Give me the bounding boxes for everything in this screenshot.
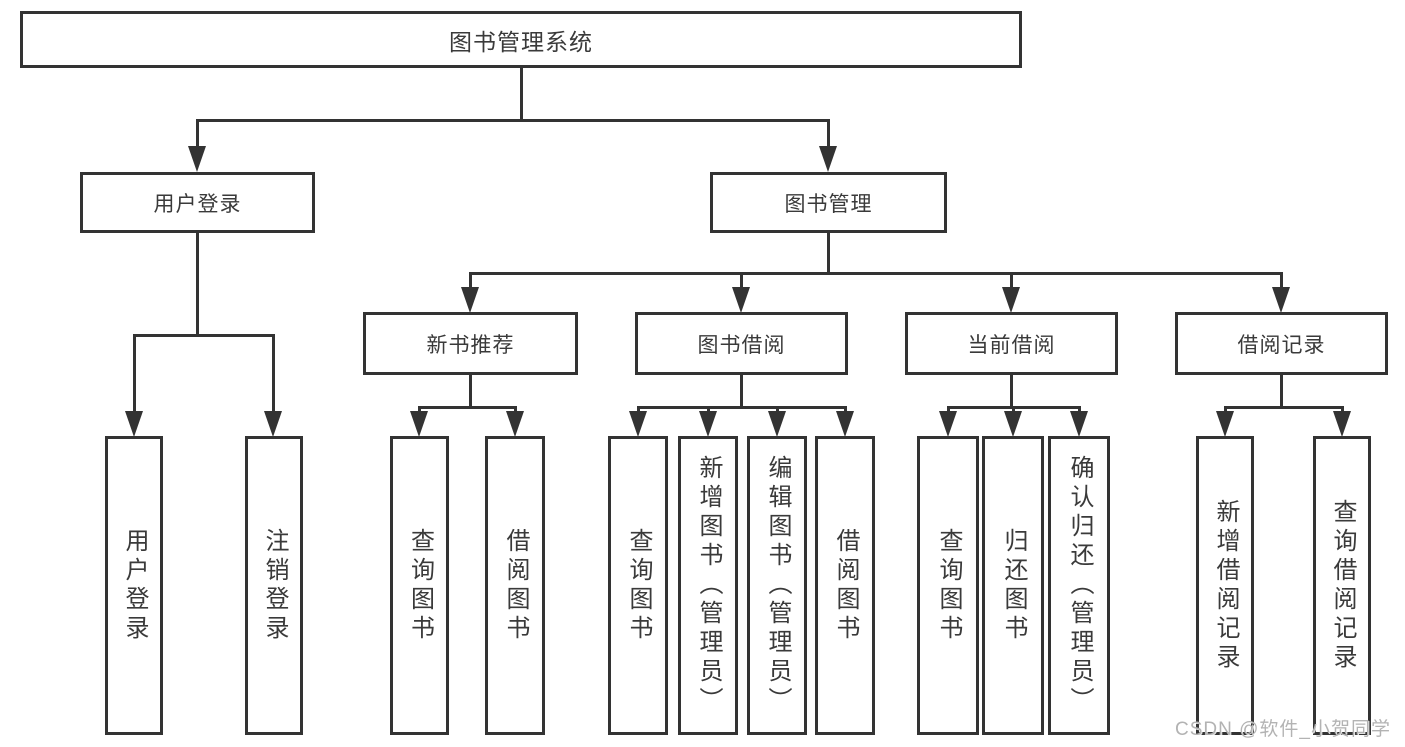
leaf-confirm-return-admin: 确认归还（管理员） bbox=[1048, 436, 1110, 735]
node-new-book-recommend: 新书推荐 bbox=[363, 312, 578, 375]
arrow-br-add-icon bbox=[1216, 411, 1234, 437]
leaf-edit-books-admin-label: 编辑图书（管理员） bbox=[764, 455, 791, 716]
connector-book-borrow-bar bbox=[637, 406, 847, 409]
connector-arrow-nb-query-shaft bbox=[418, 406, 421, 415]
leaf-borrow-books-label: 借阅图书 bbox=[832, 527, 859, 644]
arrow-cb-confirm-icon bbox=[1070, 411, 1088, 437]
connector-new-book-stem bbox=[469, 375, 472, 408]
leaf-query-books-recommend: 查询图书 bbox=[390, 436, 449, 735]
leaf-query-borrow-record-label: 查询借阅记录 bbox=[1329, 498, 1356, 673]
leaf-query-books-current: 查询图书 bbox=[917, 436, 979, 735]
connector-arrow-br-add-shaft bbox=[1224, 406, 1227, 415]
connector-book-borrow-stem bbox=[740, 375, 743, 408]
leaf-add-borrow-record: 新增借阅记录 bbox=[1196, 436, 1254, 735]
arrow-borrow-records-icon bbox=[1272, 287, 1290, 313]
leaf-query-borrow-record: 查询借阅记录 bbox=[1313, 436, 1371, 735]
leaf-user-login: 用户登录 bbox=[105, 436, 163, 735]
connector-root-stem bbox=[520, 68, 523, 120]
connector-arrow-current-borrow-shaft bbox=[1010, 272, 1013, 290]
connector-arrow-cb-query-shaft bbox=[947, 406, 950, 415]
leaf-query-books-borrow-label: 查询图书 bbox=[625, 527, 652, 644]
arrow-current-borrow-icon bbox=[1002, 287, 1020, 313]
connector-arrow-user-login-shaft bbox=[196, 119, 199, 148]
arrow-cb-return-icon bbox=[1004, 411, 1022, 437]
connector-arrow-book-management-shaft bbox=[827, 119, 830, 148]
node-book-borrow-label: 图书借阅 bbox=[697, 333, 786, 357]
connector-user-login-stem bbox=[196, 233, 199, 336]
leaf-borrow-books-recommend: 借阅图书 bbox=[485, 436, 545, 735]
node-new-book-recommend-label: 新书推荐 bbox=[426, 333, 515, 357]
connector-new-book-bar bbox=[418, 406, 517, 409]
arrow-leaf-logout-icon bbox=[264, 411, 282, 437]
leaf-add-books-admin-label: 新增图书（管理员） bbox=[695, 455, 722, 716]
arrow-user-login-icon bbox=[188, 146, 206, 172]
arrow-leaf-login-icon bbox=[125, 411, 143, 437]
connector-arrow-leaf-login-shaft bbox=[133, 334, 136, 414]
connector-arrow-br-query-shaft bbox=[1341, 406, 1344, 415]
arrow-book-management-icon bbox=[819, 146, 837, 172]
arrow-bb-edit-icon bbox=[768, 411, 786, 437]
node-book-borrow: 图书借阅 bbox=[635, 312, 848, 375]
leaf-logout: 注销登录 bbox=[245, 436, 303, 735]
connector-level2-bar bbox=[196, 119, 830, 122]
arrow-nb-query-icon bbox=[410, 411, 428, 437]
node-current-borrow: 当前借阅 bbox=[905, 312, 1118, 375]
connector-user-login-bar bbox=[133, 334, 275, 337]
arrow-cb-query-icon bbox=[939, 411, 957, 437]
connector-arrow-cb-confirm-shaft bbox=[1078, 406, 1081, 415]
node-borrow-records-label: 借阅记录 bbox=[1237, 333, 1326, 357]
leaf-add-books-admin: 新增图书（管理员） bbox=[678, 436, 738, 735]
node-user-login-label: 用户登录 bbox=[153, 192, 242, 216]
arrow-book-borrow-icon bbox=[732, 287, 750, 313]
connector-arrow-cb-return-shaft bbox=[1012, 406, 1015, 415]
arrow-bb-query-icon bbox=[629, 411, 647, 437]
csdn-watermark: CSDN @软件_小贺同学 bbox=[1175, 719, 1391, 740]
leaf-edit-books-admin: 编辑图书（管理员） bbox=[747, 436, 807, 735]
node-book-management: 图书管理 bbox=[710, 172, 947, 233]
connector-borrow-records-stem bbox=[1280, 375, 1283, 408]
leaf-query-books-borrow: 查询图书 bbox=[608, 436, 668, 735]
connector-arrow-bb-borrow-shaft bbox=[844, 406, 847, 415]
connector-current-borrow-stem bbox=[1010, 375, 1013, 408]
leaf-borrow-books-recommend-label: 借阅图书 bbox=[502, 527, 529, 644]
node-root: 图书管理系统 bbox=[20, 11, 1022, 68]
connector-arrow-bb-query-shaft bbox=[637, 406, 640, 415]
connector-arrow-new-book-shaft bbox=[469, 272, 472, 290]
leaf-user-login-label: 用户登录 bbox=[121, 527, 148, 644]
leaf-return-books: 归还图书 bbox=[982, 436, 1044, 735]
leaf-query-books-current-label: 查询图书 bbox=[935, 527, 962, 644]
connector-arrow-leaf-logout-shaft bbox=[272, 334, 275, 414]
connector-arrow-borrow-records-shaft bbox=[1280, 272, 1283, 290]
leaf-query-books-recommend-label: 查询图书 bbox=[406, 527, 434, 644]
leaf-logout-label: 注销登录 bbox=[261, 527, 288, 644]
leaf-borrow-books: 借阅图书 bbox=[815, 436, 875, 735]
connector-arrow-bb-add-shaft bbox=[707, 406, 710, 415]
node-user-login: 用户登录 bbox=[80, 172, 315, 233]
leaf-confirm-return-admin-label: 确认归还（管理员） bbox=[1066, 455, 1093, 716]
connector-arrow-bb-edit-shaft bbox=[776, 406, 779, 415]
node-borrow-records: 借阅记录 bbox=[1175, 312, 1388, 375]
arrow-bb-add-icon bbox=[699, 411, 717, 437]
connector-borrow-records-bar bbox=[1224, 406, 1344, 409]
arrow-new-book-icon bbox=[461, 287, 479, 313]
leaf-return-books-label: 归还图书 bbox=[1000, 527, 1027, 644]
connector-arrow-nb-borrow-shaft bbox=[514, 406, 517, 415]
node-book-management-label: 图书管理 bbox=[784, 192, 873, 216]
node-current-borrow-label: 当前借阅 bbox=[967, 333, 1056, 357]
connector-level3-bar bbox=[469, 272, 1283, 275]
connector-book-management-stem bbox=[827, 233, 830, 274]
connector-arrow-book-borrow-shaft bbox=[740, 272, 743, 290]
leaf-add-borrow-record-label: 新增借阅记录 bbox=[1212, 498, 1239, 673]
arrow-bb-borrow-icon bbox=[836, 411, 854, 437]
arrow-nb-borrow-icon bbox=[506, 411, 524, 437]
arrow-br-query-icon bbox=[1333, 411, 1351, 437]
node-root-label: 图书管理系统 bbox=[449, 28, 593, 55]
